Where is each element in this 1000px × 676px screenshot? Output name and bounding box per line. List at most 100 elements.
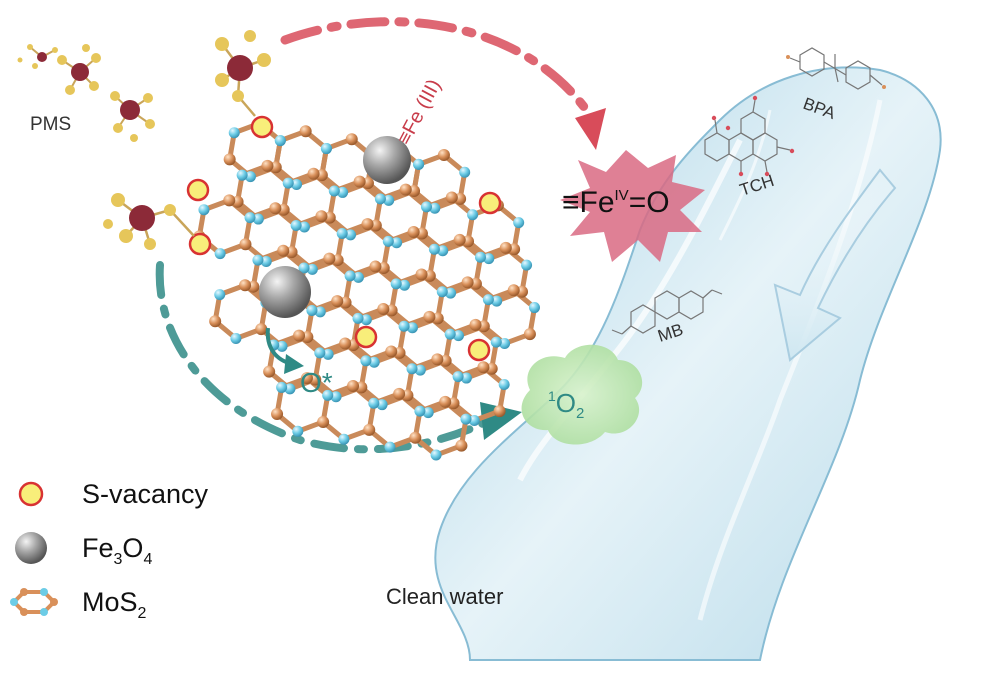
pms-molecules (17, 30, 271, 250)
lattice-vacancies (186, 115, 502, 362)
pms-molecule (103, 193, 195, 250)
mo-atom (477, 361, 490, 374)
s-atom (513, 217, 525, 229)
s-atom (376, 399, 388, 411)
s-atom (445, 287, 457, 299)
s-atom (368, 356, 380, 368)
s-atom (428, 243, 440, 255)
s-atom (468, 414, 480, 426)
s-atom (344, 270, 356, 282)
s-atom (292, 425, 304, 437)
s-atom (214, 248, 226, 260)
mo-atom (409, 431, 422, 444)
s-atom (452, 371, 464, 383)
mo-atom (300, 372, 313, 385)
s-vacancy-marker (354, 325, 378, 349)
mo-atom (393, 387, 406, 400)
mo-atom (317, 415, 330, 428)
s-atom (521, 259, 533, 271)
mo-atom (369, 260, 382, 273)
s-atom (298, 221, 310, 233)
feiv-label: ≡FeIV=O (562, 186, 670, 219)
s-vacancy-marker (250, 115, 274, 139)
pms-molecule (17, 44, 58, 69)
s-atom (483, 253, 495, 265)
s-atom (352, 271, 364, 283)
s-atom (437, 245, 449, 257)
s-atom (306, 263, 318, 275)
mo-atom (363, 423, 376, 436)
pms-molecule (110, 91, 155, 142)
s-atom (528, 302, 540, 314)
s-atom (430, 449, 442, 461)
mo-atom (223, 194, 236, 207)
legend: S-vacancy Fe3O4 MoS2 (10, 479, 209, 622)
mo-atom (315, 210, 328, 223)
s-atom (274, 135, 286, 147)
mo-atom (469, 318, 482, 331)
fe3-label: ≡Fe (III) (393, 76, 446, 149)
legend-mos2-icon (10, 588, 58, 616)
s-atom (413, 158, 425, 170)
s-atom (459, 166, 471, 178)
s-atom (244, 212, 256, 224)
s-atom (390, 278, 402, 290)
s-atom (491, 295, 503, 307)
s-atom (290, 220, 302, 232)
mo-atom (209, 315, 222, 328)
mo-atom (299, 125, 312, 138)
tch-molecule (704, 95, 795, 177)
s-vacancy-marker (188, 232, 212, 256)
mo-atom (323, 252, 336, 265)
s-atom (282, 177, 294, 189)
feiv-starburst (560, 150, 705, 262)
bpa-molecule (786, 47, 886, 90)
mo-atom (523, 328, 536, 341)
s-atom (322, 348, 334, 360)
mo-atom (277, 244, 290, 257)
flow-arrow (773, 168, 897, 362)
mb-molecule (611, 289, 723, 335)
s-atom (414, 405, 426, 417)
s-atom (429, 202, 441, 214)
s-atom (499, 338, 511, 350)
s-atom (252, 213, 264, 225)
s-atom (482, 294, 494, 306)
s-atom (291, 179, 303, 191)
fe3o4-particle (363, 136, 411, 184)
mo-atom (437, 149, 450, 162)
mo-atom (271, 408, 284, 421)
s-atom (414, 364, 426, 376)
mo-atom (423, 310, 436, 323)
mo-atom (239, 279, 252, 292)
s-atom (436, 286, 448, 298)
red-pathway-arrow (280, 17, 606, 150)
singlet-oxygen-cloud (521, 344, 643, 445)
s-atom (236, 169, 248, 181)
s-atom (228, 127, 240, 139)
mo-atom (293, 329, 306, 342)
s-atom (360, 314, 372, 326)
s-atom (276, 340, 288, 352)
s-atom (391, 237, 403, 249)
mo-atom (261, 159, 274, 172)
mo-atom (331, 295, 344, 308)
mo-atom (339, 337, 352, 350)
pms-molecule (57, 44, 101, 95)
s-atom (460, 413, 472, 425)
s-atom (406, 363, 418, 375)
s-atom (498, 379, 510, 391)
clean-water-label: Clean water (386, 584, 503, 609)
s-atom (306, 304, 318, 316)
s-atom (337, 186, 349, 198)
mo-atom (223, 153, 236, 166)
pms-molecule (215, 30, 271, 117)
s-atom (467, 209, 479, 221)
s-atom (214, 289, 226, 301)
s-atom (230, 332, 242, 344)
mo-atom (347, 379, 360, 392)
s-atom (490, 336, 502, 348)
s-atom (244, 171, 256, 183)
s-atom (374, 193, 386, 205)
